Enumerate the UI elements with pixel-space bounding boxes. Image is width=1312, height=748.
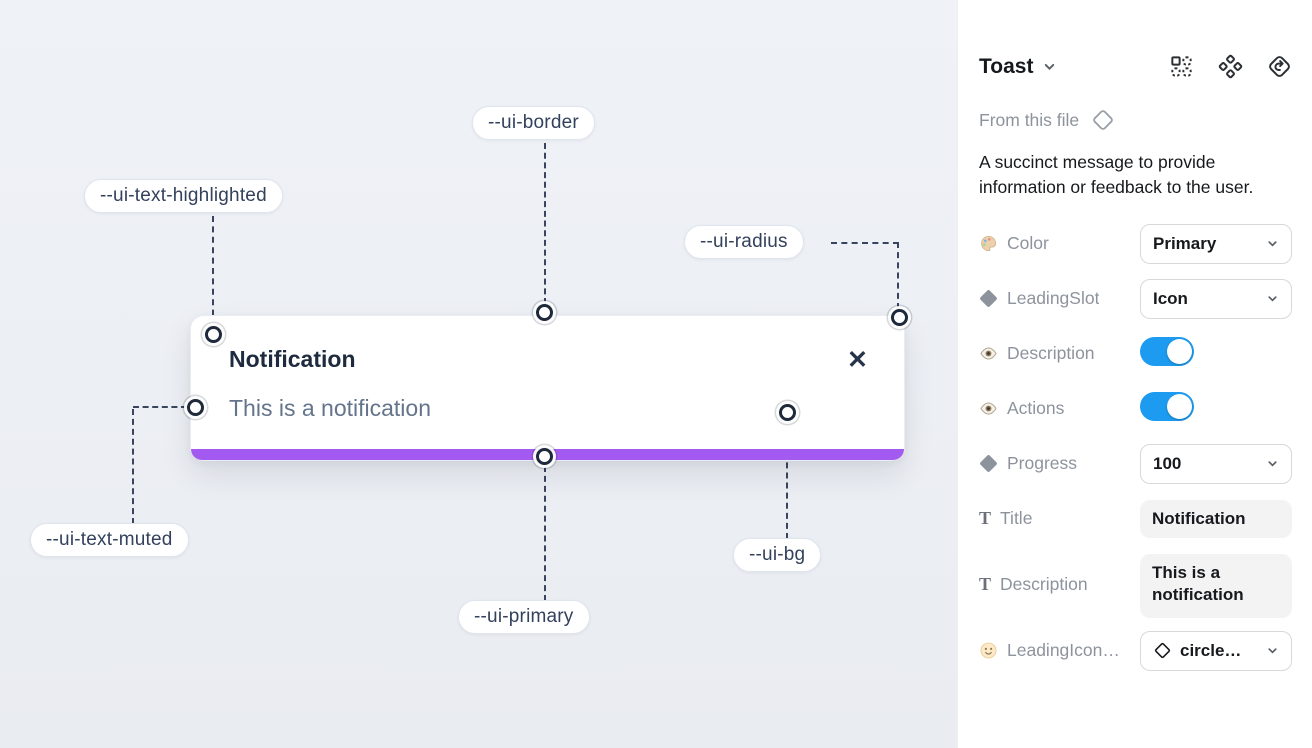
properties-panel: Toast — [957, 0, 1312, 748]
prop-label-description-toggle: Description — [1007, 343, 1095, 364]
file-diamond-icon — [1093, 110, 1113, 130]
leading-icon-dropdown[interactable]: circle… — [1140, 630, 1292, 671]
toast-title: Notification — [229, 346, 356, 372]
source-row: From this file — [979, 107, 1292, 133]
prop-label-description-field: Description — [1000, 573, 1088, 594]
diamond-icon — [979, 454, 998, 473]
annotation-ui-bg: --ui-bg — [733, 538, 822, 572]
design-canvas: --ui-border --ui-text-highlighted --ui-r… — [0, 0, 957, 748]
connector-ui-bg — [786, 422, 788, 539]
prop-label-progress: Progress — [1007, 453, 1078, 474]
actions-toggle[interactable] — [1140, 391, 1194, 421]
prop-row-leading-icon: LeadingIcon… circle… — [979, 630, 1292, 671]
leading-icon-value: circle… — [1180, 640, 1242, 660]
leading-slot-dropdown[interactable]: Icon — [1140, 278, 1292, 319]
toggle-knob — [1167, 393, 1192, 419]
prop-row-progress: Progress 100 — [979, 443, 1292, 484]
smiley-icon — [979, 641, 998, 660]
annotation-ui-border: --ui-border — [472, 106, 595, 140]
toggle-knob — [1167, 338, 1192, 364]
text-icon: T — [979, 573, 992, 594]
toast-description: This is a notification — [229, 395, 431, 421]
diamond-icon — [979, 289, 998, 308]
prop-label-title: Title — [1000, 508, 1033, 529]
connector-ui-text-muted-h — [133, 406, 187, 408]
connector-ui-radius-h — [831, 242, 899, 244]
text-icon: T — [979, 508, 992, 529]
diamond-outline-icon — [1153, 641, 1172, 660]
toast-close-icon[interactable]: ✕ — [847, 346, 868, 374]
anchor-bg — [779, 404, 796, 421]
connector-ui-border — [544, 143, 546, 304]
component-description: A succinct message to provide informatio… — [979, 152, 1254, 198]
connector-ui-text-highlighted — [212, 216, 214, 326]
swap-diamond-icon[interactable] — [1267, 54, 1292, 79]
eye-icon — [979, 344, 998, 363]
annotation-ui-primary: --ui-primary — [458, 600, 590, 634]
eye-icon — [979, 399, 998, 418]
annotation-ui-text-muted: --ui-text-muted — [30, 523, 189, 557]
palette-icon — [979, 234, 998, 253]
anchor-primary — [536, 448, 553, 465]
anchor-text-muted — [187, 399, 204, 416]
chevron-down-icon — [1268, 296, 1277, 302]
panel-header: Toast — [979, 54, 1292, 79]
connector-ui-text-muted-v — [132, 409, 134, 524]
prop-row-color: Color Primary — [979, 223, 1292, 264]
component-title: Toast — [979, 54, 1034, 78]
color-value: Primary — [1153, 233, 1217, 253]
chevron-down-icon — [1268, 461, 1277, 467]
prop-label-leading-slot: LeadingSlot — [1007, 288, 1100, 309]
description-field[interactable]: This is a notification — [1140, 553, 1292, 618]
description-toggle[interactable] — [1140, 336, 1194, 366]
toast-component[interactable]: Notification This is a notification ✕ — [190, 315, 905, 461]
anchor-text-highlighted — [205, 326, 222, 343]
connector-ui-radius-v — [897, 242, 899, 309]
anchor-border — [536, 304, 553, 321]
color-dropdown[interactable]: Primary — [1140, 223, 1292, 264]
source-label: From this file — [979, 109, 1080, 130]
prop-label-color: Color — [1007, 233, 1049, 254]
prop-row-description-field: T Description This is a notification — [979, 553, 1292, 618]
anchor-radius — [891, 309, 908, 326]
connector-ui-primary — [544, 466, 546, 601]
annotation-ui-radius: --ui-radius — [684, 225, 804, 259]
instance-grid-icon[interactable] — [1169, 54, 1194, 79]
component-set-icon[interactable] — [1218, 54, 1243, 79]
prop-row-description-toggle: Description — [979, 334, 1292, 374]
prop-row-actions-toggle: Actions — [979, 389, 1292, 429]
leading-slot-value: Icon — [1153, 288, 1188, 308]
progress-dropdown[interactable]: 100 — [1140, 443, 1292, 484]
title-field[interactable]: Notification — [1140, 499, 1292, 538]
prop-label-leading-icon: LeadingIcon… — [1007, 640, 1120, 661]
annotation-ui-text-highlighted: --ui-text-highlighted — [84, 179, 283, 213]
prop-row-leading-slot: LeadingSlot Icon — [979, 278, 1292, 319]
chevron-down-icon — [1268, 648, 1277, 654]
header-icon-group — [1169, 54, 1292, 79]
prop-label-actions-toggle: Actions — [1007, 398, 1065, 419]
prop-row-title: T Title Notification — [979, 499, 1292, 539]
progress-value: 100 — [1153, 453, 1182, 473]
chevron-down-icon[interactable] — [1042, 59, 1057, 74]
chevron-down-icon — [1268, 241, 1277, 247]
